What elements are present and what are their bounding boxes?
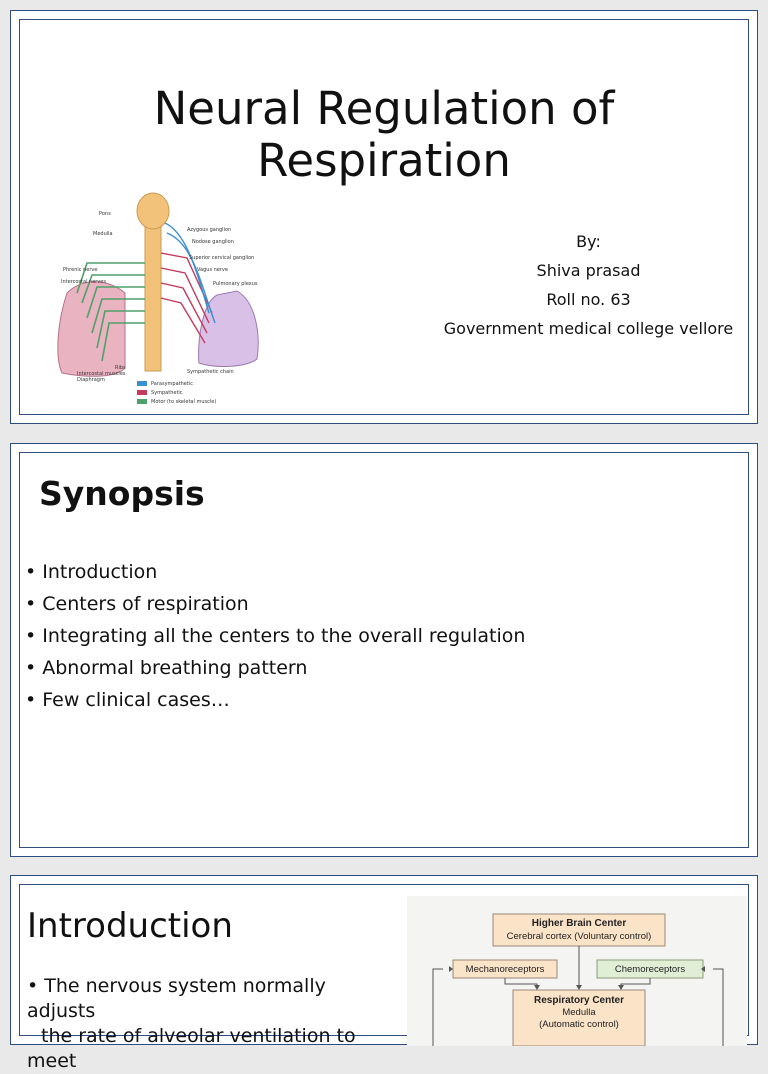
- chemoreceptors-label: Chemoreceptors: [615, 964, 685, 975]
- list-item: Integrating all the centers to the overa…: [25, 620, 525, 652]
- label-sympathetic-chain: Sympathetic chain: [187, 369, 234, 375]
- left-lung: [57, 281, 126, 377]
- respiration-control-flowchart: Higher Brain Center Cerebral cortex (Vol…: [407, 896, 747, 1046]
- synopsis-list: Introduction Centers of respiration Inte…: [25, 556, 525, 716]
- list-item: Few clinical cases…: [25, 684, 525, 716]
- byline-by: By:: [576, 232, 601, 251]
- title-line-1: Neural Regulation of: [153, 82, 615, 135]
- higher-brain-title: Higher Brain Center: [532, 918, 627, 929]
- label-pulmonary-plexus: Pulmonary plexus: [213, 281, 258, 287]
- byline-college: Government medical college vellore: [443, 319, 734, 338]
- title-line-2: Respiration: [257, 134, 511, 187]
- respiratory-center-sub2: (Automatic control): [539, 1019, 619, 1030]
- label-azygous: Azygous ganglion: [187, 227, 231, 233]
- list-item: Centers of respiration: [25, 588, 525, 620]
- introduction-slide: Introduction The nervous system normally…: [10, 875, 758, 1072]
- slide-text: The nervous system normally adjusts the …: [27, 974, 397, 1074]
- title-slide: Neural Regulation of Respiration: [10, 10, 758, 424]
- label-medulla: Medulla: [93, 231, 113, 237]
- legend-motor: Motor (to skeletal muscle): [151, 399, 216, 405]
- legend-sympathetic: Sympathetic: [151, 390, 183, 396]
- text-line-1: The nervous system normally adjusts: [27, 975, 326, 1022]
- byline-author: Shiva prasad: [536, 261, 641, 280]
- slide-frame: [19, 452, 749, 848]
- text-line-2: the rate of alveolar ventilation to meet: [27, 1025, 356, 1072]
- label-vagus: Vagus nerve: [197, 267, 228, 273]
- label-phrenic: Phrenic nerve: [63, 267, 97, 273]
- slide-title: Introduction: [27, 906, 233, 946]
- respiratory-center-title: Respiratory Center: [534, 995, 624, 1006]
- label-superior-cervical: Superior cervical ganglion: [189, 255, 254, 261]
- slide-frame: [19, 19, 749, 415]
- label-ribs: Ribs: [115, 365, 126, 371]
- brainstem: [136, 192, 170, 230]
- list-item: Abnormal breathing pattern: [25, 652, 525, 684]
- respiratory-center-sub: Medulla: [562, 1007, 596, 1018]
- synopsis-slide: Synopsis Introduction Centers of respira…: [10, 443, 758, 857]
- spinal-cord: [144, 210, 162, 372]
- label-pons: Pons: [99, 211, 111, 217]
- parasympathetic-nerves: [164, 222, 216, 324]
- slide-title: Neural Regulation of Respiration: [11, 83, 757, 187]
- higher-brain-sub: Cerebral cortex (Voluntary control): [507, 931, 652, 942]
- list-item: Introduction: [25, 556, 525, 588]
- label-intercostal-nerves: Intercostal nerves: [61, 279, 106, 285]
- label-diaphragm: Diaphragm: [77, 377, 105, 383]
- respiratory-innervation-figure: Pons Medulla Azygous ganglion Nodose gan…: [57, 192, 259, 405]
- legend-parasympathetic: Parasympathetic: [151, 381, 193, 387]
- label-nodose: Nodose ganglion: [192, 239, 234, 245]
- sympathetic-nerves: [160, 252, 213, 344]
- byline-roll: Roll no. 63: [546, 290, 631, 309]
- slide-title: Synopsis: [39, 474, 205, 513]
- motor-nerves: [76, 262, 145, 362]
- label-intercostal-muscles: Intercostal muscles: [77, 371, 126, 377]
- byline: By: Shiva prasad Roll no. 63 Government …: [431, 227, 746, 343]
- arrow-heads: [449, 966, 705, 990]
- mechanoreceptors-label: Mechanoreceptors: [466, 964, 545, 975]
